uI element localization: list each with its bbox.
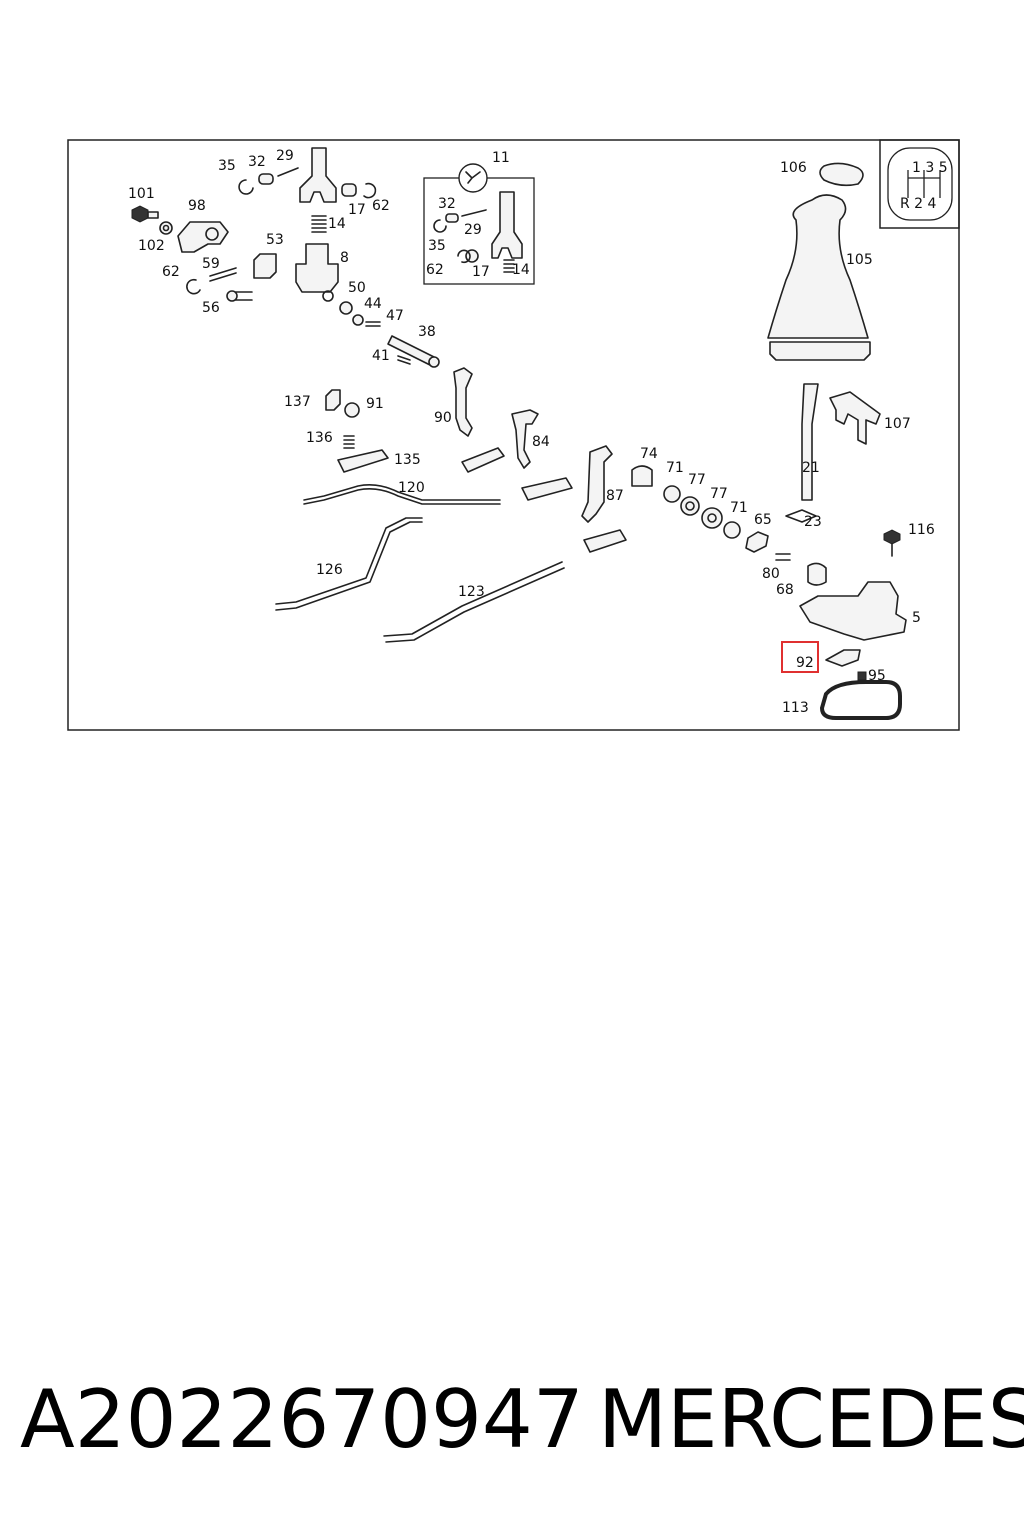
label-71b: 71 bbox=[730, 500, 748, 516]
label-77: 77 bbox=[688, 472, 706, 488]
diagram-frame bbox=[67, 139, 960, 731]
label-inset-14: 14 bbox=[512, 262, 530, 278]
label-95: 95 bbox=[868, 668, 886, 684]
label-62b: 62 bbox=[162, 264, 180, 280]
label-23: 23 bbox=[804, 514, 822, 530]
gear-pattern-bottom: R 2 4 bbox=[900, 196, 937, 212]
label-50: 50 bbox=[348, 280, 366, 296]
label-84: 84 bbox=[532, 434, 550, 450]
label-91: 91 bbox=[366, 396, 384, 412]
label-106: 106 bbox=[780, 160, 807, 176]
brand-name: MERCEDES bbox=[598, 1373, 1024, 1466]
label-inset-17: 17 bbox=[472, 264, 490, 280]
label-98: 98 bbox=[188, 198, 206, 214]
exploded-parts-diagram: 1 3 5 R 2 4 bbox=[67, 139, 960, 731]
label-113: 113 bbox=[782, 700, 809, 716]
label-120: 120 bbox=[398, 480, 425, 496]
label-87: 87 bbox=[606, 488, 624, 504]
label-135: 135 bbox=[394, 452, 421, 468]
label-5: 5 bbox=[912, 610, 921, 626]
label-65: 65 bbox=[754, 512, 772, 528]
label-77b: 77 bbox=[710, 486, 728, 502]
label-59: 59 bbox=[202, 256, 220, 272]
gear-pattern-inset: 1 3 5 R 2 4 bbox=[879, 139, 960, 229]
label-53: 53 bbox=[266, 232, 284, 248]
label-11: 11 bbox=[492, 150, 510, 166]
highlight-box bbox=[781, 641, 819, 673]
label-116: 116 bbox=[908, 522, 935, 538]
label-105: 105 bbox=[846, 252, 873, 268]
label-126: 126 bbox=[316, 562, 343, 578]
label-inset-62: 62 bbox=[426, 262, 444, 278]
label-80: 80 bbox=[762, 566, 780, 582]
label-101: 101 bbox=[128, 186, 155, 202]
label-inset-29: 29 bbox=[464, 222, 482, 238]
label-17: 17 bbox=[348, 202, 366, 218]
label-32: 32 bbox=[248, 154, 266, 170]
label-38: 38 bbox=[418, 324, 436, 340]
gear-pattern-top: 1 3 5 bbox=[912, 160, 948, 176]
label-29: 29 bbox=[276, 148, 294, 164]
label-47: 47 bbox=[386, 308, 404, 324]
label-35: 35 bbox=[218, 158, 236, 174]
linkage-rods bbox=[275, 367, 907, 720]
label-102: 102 bbox=[138, 238, 165, 254]
part-number: A2022670947 bbox=[20, 1373, 584, 1466]
label-136: 136 bbox=[306, 430, 333, 446]
label-44: 44 bbox=[364, 296, 382, 312]
selector-assembly bbox=[131, 147, 440, 368]
label-21: 21 bbox=[802, 460, 820, 476]
highlight-92: 92 bbox=[781, 641, 819, 673]
part-labels: 11 101 98 102 35 32 29 17 62 14 53 8 59 … bbox=[128, 148, 935, 716]
label-inset-32: 32 bbox=[438, 196, 456, 212]
label-62: 62 bbox=[372, 198, 390, 214]
label-inset-35: 35 bbox=[428, 238, 446, 254]
label-71: 71 bbox=[666, 460, 684, 476]
label-107: 107 bbox=[884, 416, 911, 432]
label-8: 8 bbox=[340, 250, 349, 266]
label-92: 92 bbox=[796, 655, 814, 671]
repair-kit-inset bbox=[423, 163, 535, 285]
label-14: 14 bbox=[328, 216, 346, 232]
shift-knob-assembly bbox=[767, 162, 881, 523]
label-74: 74 bbox=[640, 446, 658, 462]
label-123: 123 bbox=[458, 584, 485, 600]
label-56: 56 bbox=[202, 300, 220, 316]
label-137: 137 bbox=[284, 394, 311, 410]
label-41: 41 bbox=[372, 348, 390, 364]
label-68: 68 bbox=[776, 582, 794, 598]
label-90: 90 bbox=[434, 410, 452, 426]
